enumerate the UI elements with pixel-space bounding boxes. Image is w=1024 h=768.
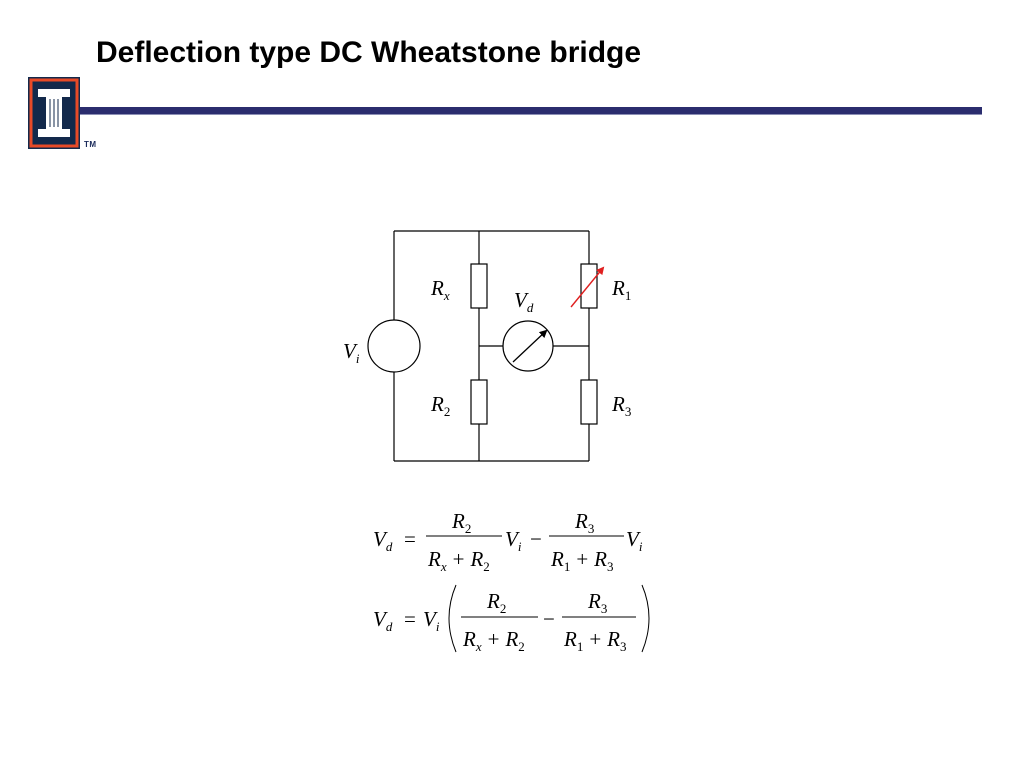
label-r2: R2 [430,392,450,419]
adjust-arrow [570,266,605,308]
svg-text:=: = [404,607,416,631]
source-label: Vi [343,339,360,366]
circuit-wires [393,230,590,462]
equation-2: Vd = Vi R2 Rx+R2 − R3 R1+R3 [373,584,650,654]
svg-text:Vi: Vi [626,527,643,554]
header-rule-shadow [80,114,982,115]
resistor-r3 [580,379,598,425]
equation-1: Vd = R2 Rx+R2 Vi − R3 R1+R3 Vi [373,509,643,574]
label-r3: R3 [611,392,631,419]
voltmeter-needle [512,329,548,363]
trademark-mark: TM [84,140,97,149]
svg-text:Rx+R2: Rx+R2 [462,627,525,654]
svg-text:Rx+R2: Rx+R2 [427,547,490,574]
svg-text:Vi: Vi [423,607,440,634]
header-rule [80,107,982,114]
svg-text:R3: R3 [574,509,594,536]
svg-text:R2: R2 [451,509,471,536]
logo-border [29,78,79,148]
svg-text:R2: R2 [486,589,506,616]
resistor-r2 [470,379,488,425]
svg-text:=: = [404,527,416,551]
svg-text:Vd: Vd [373,607,393,634]
voltmeter [502,320,554,372]
university-logo [28,77,80,149]
logo-i-bottom [38,129,70,137]
svg-text:R1+R3: R1+R3 [550,547,614,574]
svg-text:R1+R3: R1+R3 [563,627,627,654]
svg-text:Vd: Vd [373,527,393,554]
left-paren [448,584,457,653]
svg-text:Vi: Vi [505,527,522,554]
label-r1: R1 [611,276,631,303]
label-rx: Rx [430,276,450,303]
svg-text:−: − [543,607,555,631]
resistor-rx [470,263,488,309]
svg-text:R3: R3 [587,589,607,616]
svg-text:−: − [530,527,542,551]
right-paren [641,584,650,653]
voltage-source [367,319,421,373]
slide-title: Deflection type DC Wheatstone bridge [96,36,642,69]
logo-i-top [38,89,70,97]
meter-label: Vd [514,288,534,315]
